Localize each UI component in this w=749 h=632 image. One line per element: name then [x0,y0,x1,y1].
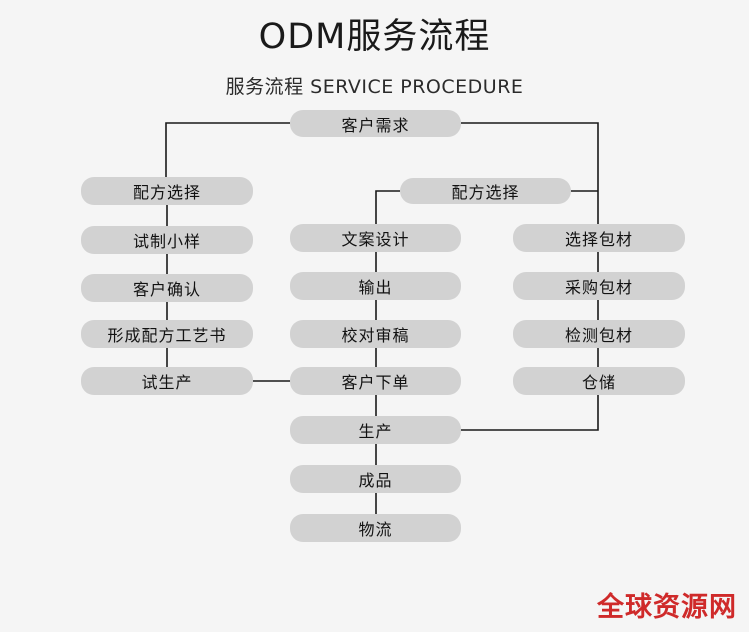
flow-node-packaging-column-2[interactable]: 检测包材 [513,320,685,348]
flow-node-formula-column-1[interactable]: 试制小样 [81,226,253,254]
flow-node-formula-column-4[interactable]: 试生产 [81,367,253,395]
flow-node-packaging-column-0[interactable]: 选择包材 [513,224,685,252]
flow-node-design-column-0[interactable]: 文案设计 [290,224,461,252]
flow-node-design-column-2[interactable]: 校对审稿 [290,320,461,348]
root-to-left-branch [165,122,290,177]
flow-node-design-column-1[interactable]: 输出 [290,272,461,300]
flow-node-formula-column-2[interactable]: 客户确认 [81,274,253,302]
flow-node-packaging-column-1[interactable]: 采购包材 [513,272,685,300]
flow-node-branch-header[interactable]: 配方选择 [400,178,571,204]
flow-node-formula-column-3[interactable]: 形成配方工艺书 [81,320,253,348]
flow-node-root[interactable]: 客户需求 [290,110,461,137]
storage-to-production [461,395,599,431]
flow-node-design-column-5[interactable]: 成品 [290,465,461,493]
flow-node-packaging-column-3[interactable]: 仓储 [513,367,685,395]
flow-node-design-column-4[interactable]: 生产 [290,416,461,444]
formula-header-to-design [375,190,400,224]
flow-node-design-column-3[interactable]: 客户下单 [290,367,461,395]
page-subtitle: 服务流程 SERVICE PROCEDURE [225,76,524,98]
site-watermark: 全球资源网 [597,592,737,623]
flow-node-design-column-6[interactable]: 物流 [290,514,461,542]
page-title: ODM服务流程 [258,17,491,57]
flow-node-formula-column-0[interactable]: 配方选择 [81,177,253,205]
